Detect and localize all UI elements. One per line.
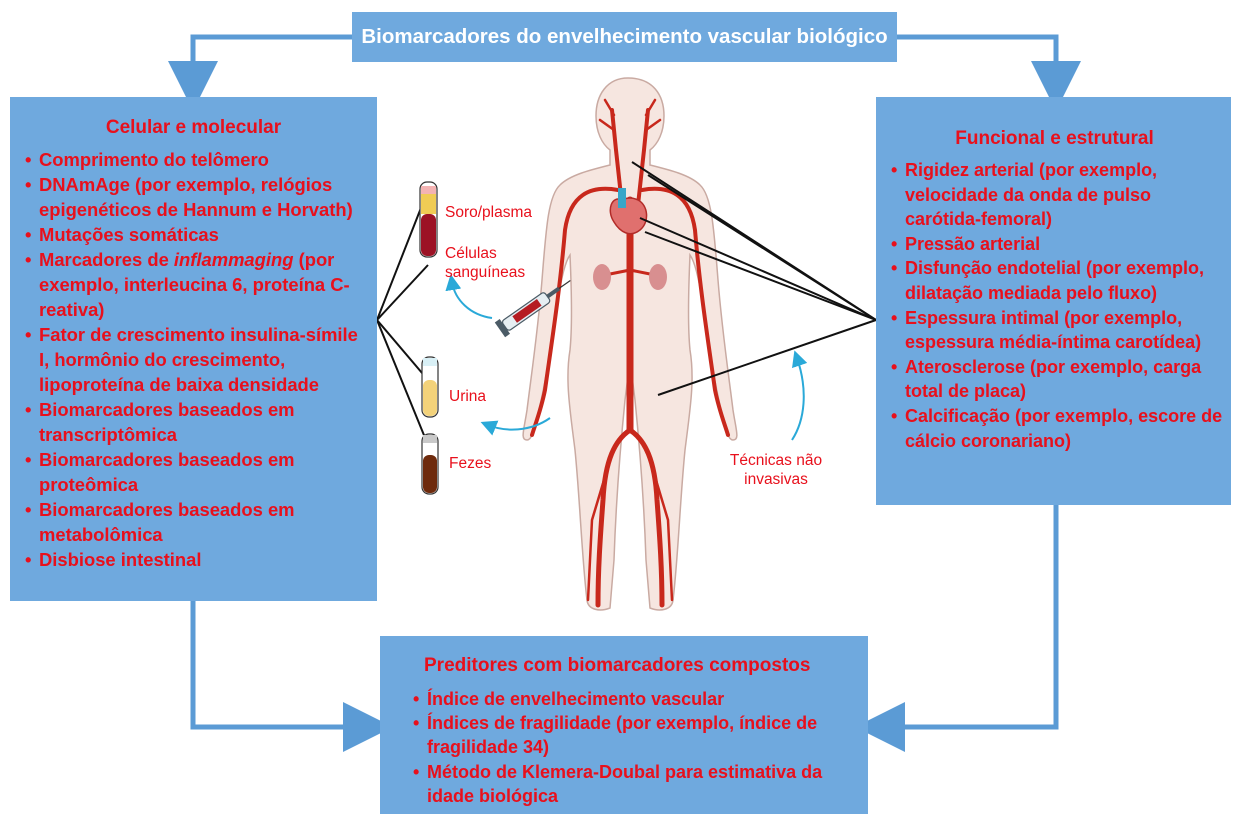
list-item: Biomarcadores baseados em proteômica bbox=[18, 447, 369, 497]
list-item: Disbiose intestinal bbox=[18, 547, 369, 572]
composite-predictors-box: Preditores com biomarcadores compostos Í… bbox=[380, 636, 868, 814]
label-feces: Fezes bbox=[449, 454, 491, 473]
list-item: Rigidez arterial (por exemplo, velocidad… bbox=[884, 158, 1225, 232]
cellular-molecular-heading: Celular e molecular bbox=[18, 117, 369, 139]
list-item: Biomarcadores baseados em transcriptômic… bbox=[18, 397, 369, 447]
arrow-right-to-bottom bbox=[880, 505, 1056, 727]
composite-predictors-list: Índice de envelhecimento vascular Índice… bbox=[406, 687, 860, 808]
human-body-illustration bbox=[523, 78, 737, 610]
urine-tube bbox=[422, 357, 438, 417]
list-item: Comprimento do telômero bbox=[18, 147, 369, 172]
kidney-right bbox=[649, 264, 667, 290]
functional-structural-heading: Funcional e estrutural bbox=[884, 128, 1225, 150]
title-box: Biomarcadores do envelhecimento vascular… bbox=[352, 12, 897, 62]
feces-tube bbox=[422, 434, 438, 494]
blood-tube bbox=[420, 182, 437, 257]
list-item: DNAmAge (por exemplo, relógios epigenéti… bbox=[18, 172, 369, 222]
list-item: Índice de envelhecimento vascular bbox=[406, 687, 860, 711]
list-item: Calcificação (por exemplo, escore de cál… bbox=[884, 404, 1225, 453]
composite-predictors-heading: Preditores com biomarcadores compostos bbox=[406, 655, 860, 677]
syringe bbox=[495, 273, 576, 337]
list-item: Pressão arterial bbox=[884, 232, 1225, 257]
list-item: Biomarcadores baseados em metabolômica bbox=[18, 497, 369, 547]
list-item-italic: inflammaging bbox=[174, 249, 294, 270]
cellular-molecular-list: Comprimento do telômero DNAmAge (por exe… bbox=[18, 147, 369, 572]
label-blood-cells: Células sanguíneas bbox=[445, 244, 540, 282]
label-noninvasive-techniques: Técnicas não invasivas bbox=[716, 451, 836, 489]
label-serum-plasma: Soro/plasma bbox=[445, 203, 532, 222]
arrow-left-to-bottom bbox=[193, 601, 368, 727]
arrow-title-to-left bbox=[193, 37, 352, 86]
list-item: Índices de fragilidade (por exemplo, índ… bbox=[406, 711, 860, 759]
arrow-to-blood bbox=[452, 282, 492, 318]
superior-vena-cava bbox=[618, 188, 626, 208]
label-urine: Urina bbox=[449, 387, 486, 406]
list-item: Fator de crescimento insulina-símile I, … bbox=[18, 322, 369, 397]
list-item: Disfunção endotelial (por exemplo, dilat… bbox=[884, 256, 1225, 305]
list-item: Aterosclerose (por exemplo, carga total … bbox=[884, 355, 1225, 404]
functional-structural-box: Funcional e estrutural Rigidez arterial … bbox=[876, 97, 1231, 505]
functional-structural-list: Rigidez arterial (por exemplo, velocidad… bbox=[884, 158, 1225, 453]
cellular-molecular-box: Celular e molecular Comprimento do telôm… bbox=[10, 97, 377, 601]
list-item: Espessura intimal (por exemplo, espessur… bbox=[884, 306, 1225, 355]
list-item: Mutações somáticas bbox=[18, 222, 369, 247]
arrow-noninvasive bbox=[792, 358, 804, 440]
arrow-to-urine bbox=[488, 418, 550, 430]
diagram-title: Biomarcadores do envelhecimento vascular… bbox=[361, 25, 887, 49]
kidney-left bbox=[593, 264, 611, 290]
list-item-text: Marcadores de bbox=[39, 249, 174, 270]
list-item: Método de Klemera-Doubal para estimativa… bbox=[406, 760, 860, 808]
arrow-title-to-right bbox=[897, 37, 1056, 86]
list-item: Marcadores de inflammaging (por exemplo,… bbox=[18, 247, 369, 322]
